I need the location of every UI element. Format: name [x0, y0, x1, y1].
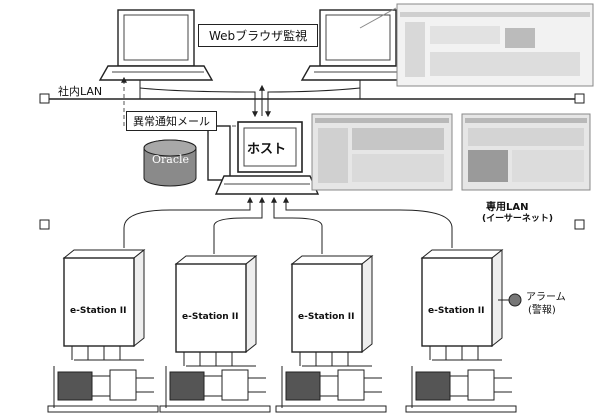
host-computer: [207, 121, 320, 195]
pump-icon: [109, 369, 137, 401]
station-front-face: [421, 257, 493, 347]
corporate-lan-label: 社内LAN: [58, 85, 103, 98]
pump-icon: [337, 369, 365, 401]
station-front-face: [175, 263, 247, 353]
station-side-face: [245, 254, 257, 354]
station-top-face: [290, 255, 374, 265]
station-unit: [405, 248, 517, 413]
station-name-label: e-Station II: [298, 312, 355, 322]
base-plate: [275, 405, 387, 413]
pump-icon: [221, 369, 249, 401]
client-laptop-left: [98, 9, 214, 99]
station-unit: [159, 254, 271, 413]
station-top-face: [174, 255, 258, 265]
web-monitor-label: Webブラウザ監視: [198, 24, 319, 47]
pump-icon: [467, 369, 495, 401]
station-top-face: [420, 249, 504, 259]
station-name-label: e-Station II: [428, 306, 485, 316]
coupling-icon: [203, 375, 223, 397]
station-side-face: [491, 248, 503, 348]
station-side-face: [361, 254, 373, 354]
station-name-label: e-Station II: [182, 312, 239, 322]
station-front-face: [291, 263, 363, 353]
station-to-host-arrows: [123, 196, 453, 254]
base-plate: [47, 405, 159, 413]
dedicated-lan-label: 専用LAN: [486, 202, 529, 213]
motor-icon: [415, 371, 451, 401]
dedicated-lan-markers: [39, 219, 585, 230]
station-front-face: [63, 257, 135, 347]
lan-to-host-arrows: [139, 84, 361, 118]
browser-screenshot-thumbnail: [359, 3, 594, 87]
stations-group: [47, 248, 517, 413]
alert-mail-label: 異常通知メール: [126, 111, 217, 131]
station-name-label: e-Station II: [70, 306, 127, 316]
alarm-label-line1: アラーム: [526, 292, 566, 303]
station-unit: [275, 254, 387, 413]
database-label: Oracle: [152, 153, 190, 166]
host-screenshot-2: [461, 113, 591, 191]
motor-icon: [169, 371, 205, 401]
alarm-label-line2: (警報): [528, 305, 556, 316]
motor-icon: [57, 371, 93, 401]
oracle-database-icon: [143, 139, 197, 187]
host-label: ホスト: [247, 142, 287, 157]
client-laptop-right: [300, 9, 416, 99]
station-top-face: [62, 249, 146, 259]
coupling-icon: [319, 375, 339, 397]
base-plate: [159, 405, 271, 413]
host-screenshot-1: [311, 113, 453, 191]
ethernet-label: (イーサーネット): [482, 214, 554, 224]
alarm-indicator: [498, 293, 522, 307]
station-unit: [47, 248, 159, 413]
coupling-icon: [91, 375, 111, 397]
motor-icon: [285, 371, 321, 401]
station-side-face: [133, 248, 145, 348]
coupling-icon: [449, 375, 469, 397]
corporate-lan-line: [39, 93, 585, 104]
base-plate: [405, 405, 517, 413]
